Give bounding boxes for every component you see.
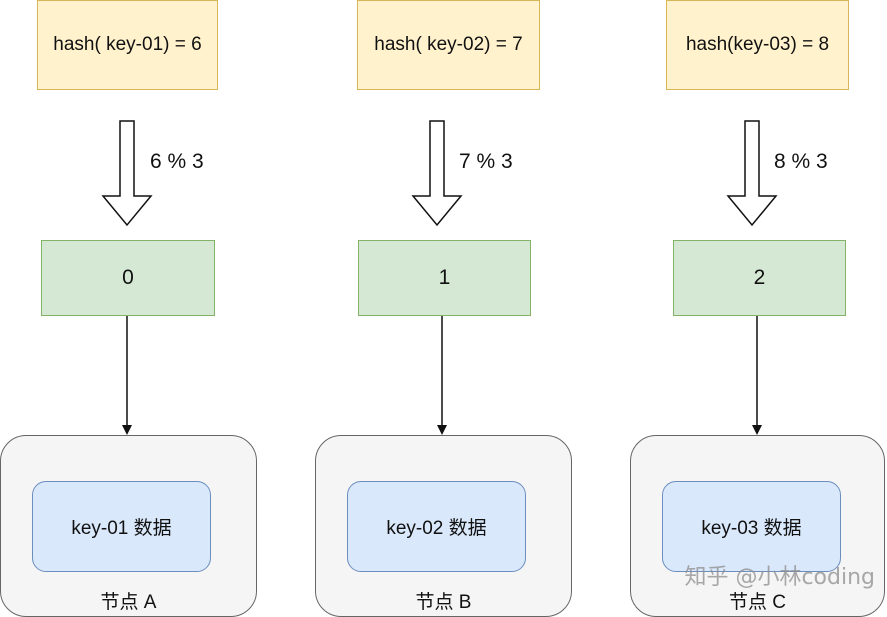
index-text-1: 0 xyxy=(122,266,134,289)
watermark: 知乎 @小林coding xyxy=(684,565,875,590)
hash-box-2: hash( key-02) = 7 xyxy=(357,0,540,90)
index-box-3: 2 xyxy=(673,240,846,316)
node-label-a: 节点 A xyxy=(100,592,157,613)
data-text-1: key-01 数据 xyxy=(71,518,172,539)
mod-arrow-1 xyxy=(101,120,153,227)
hash-text-2: hash( key-02) = 7 xyxy=(374,34,523,55)
data-text-2: key-02 数据 xyxy=(386,518,487,539)
mod-label-2: 7 % 3 xyxy=(459,150,513,173)
hash-text-3: hash(key-03) = 8 xyxy=(685,34,830,55)
mod-arrow-2 xyxy=(411,120,463,227)
data-box-1: key-01 数据 xyxy=(32,481,211,572)
mod-label-3: 8 % 3 xyxy=(774,150,828,173)
mod-label-1: 6 % 3 xyxy=(150,150,204,173)
index-text-3: 2 xyxy=(753,266,766,289)
data-text-3: key-03 数据 xyxy=(701,518,802,539)
hash-box-1: hash( key-01) = 6 xyxy=(37,0,218,90)
data-box-2: key-02 数据 xyxy=(347,481,526,572)
index-text-2: 1 xyxy=(438,266,451,289)
data-box-3: key-03 数据 xyxy=(662,481,841,572)
mod-arrow-3 xyxy=(726,120,778,227)
index-box-2: 1 xyxy=(358,240,531,316)
hash-text-1: hash( key-01) = 6 xyxy=(53,34,202,55)
index-box-1: 0 xyxy=(41,240,215,316)
hash-box-3: hash(key-03) = 8 xyxy=(666,0,849,90)
node-box-a: key-01 数据 节点 A xyxy=(0,435,257,617)
node-box-c: key-03 数据 节点 C xyxy=(630,435,885,617)
node-box-b: key-02 数据 节点 B xyxy=(315,435,572,617)
node-label-b: 节点 B xyxy=(415,592,472,613)
node-label-c: 节点 C xyxy=(728,592,786,613)
